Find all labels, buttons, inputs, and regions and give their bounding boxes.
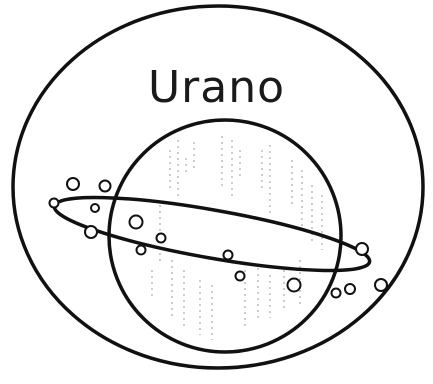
planet-body bbox=[109, 120, 341, 352]
planet-ring bbox=[50, 183, 373, 286]
planet-title: Urano bbox=[0, 62, 433, 114]
